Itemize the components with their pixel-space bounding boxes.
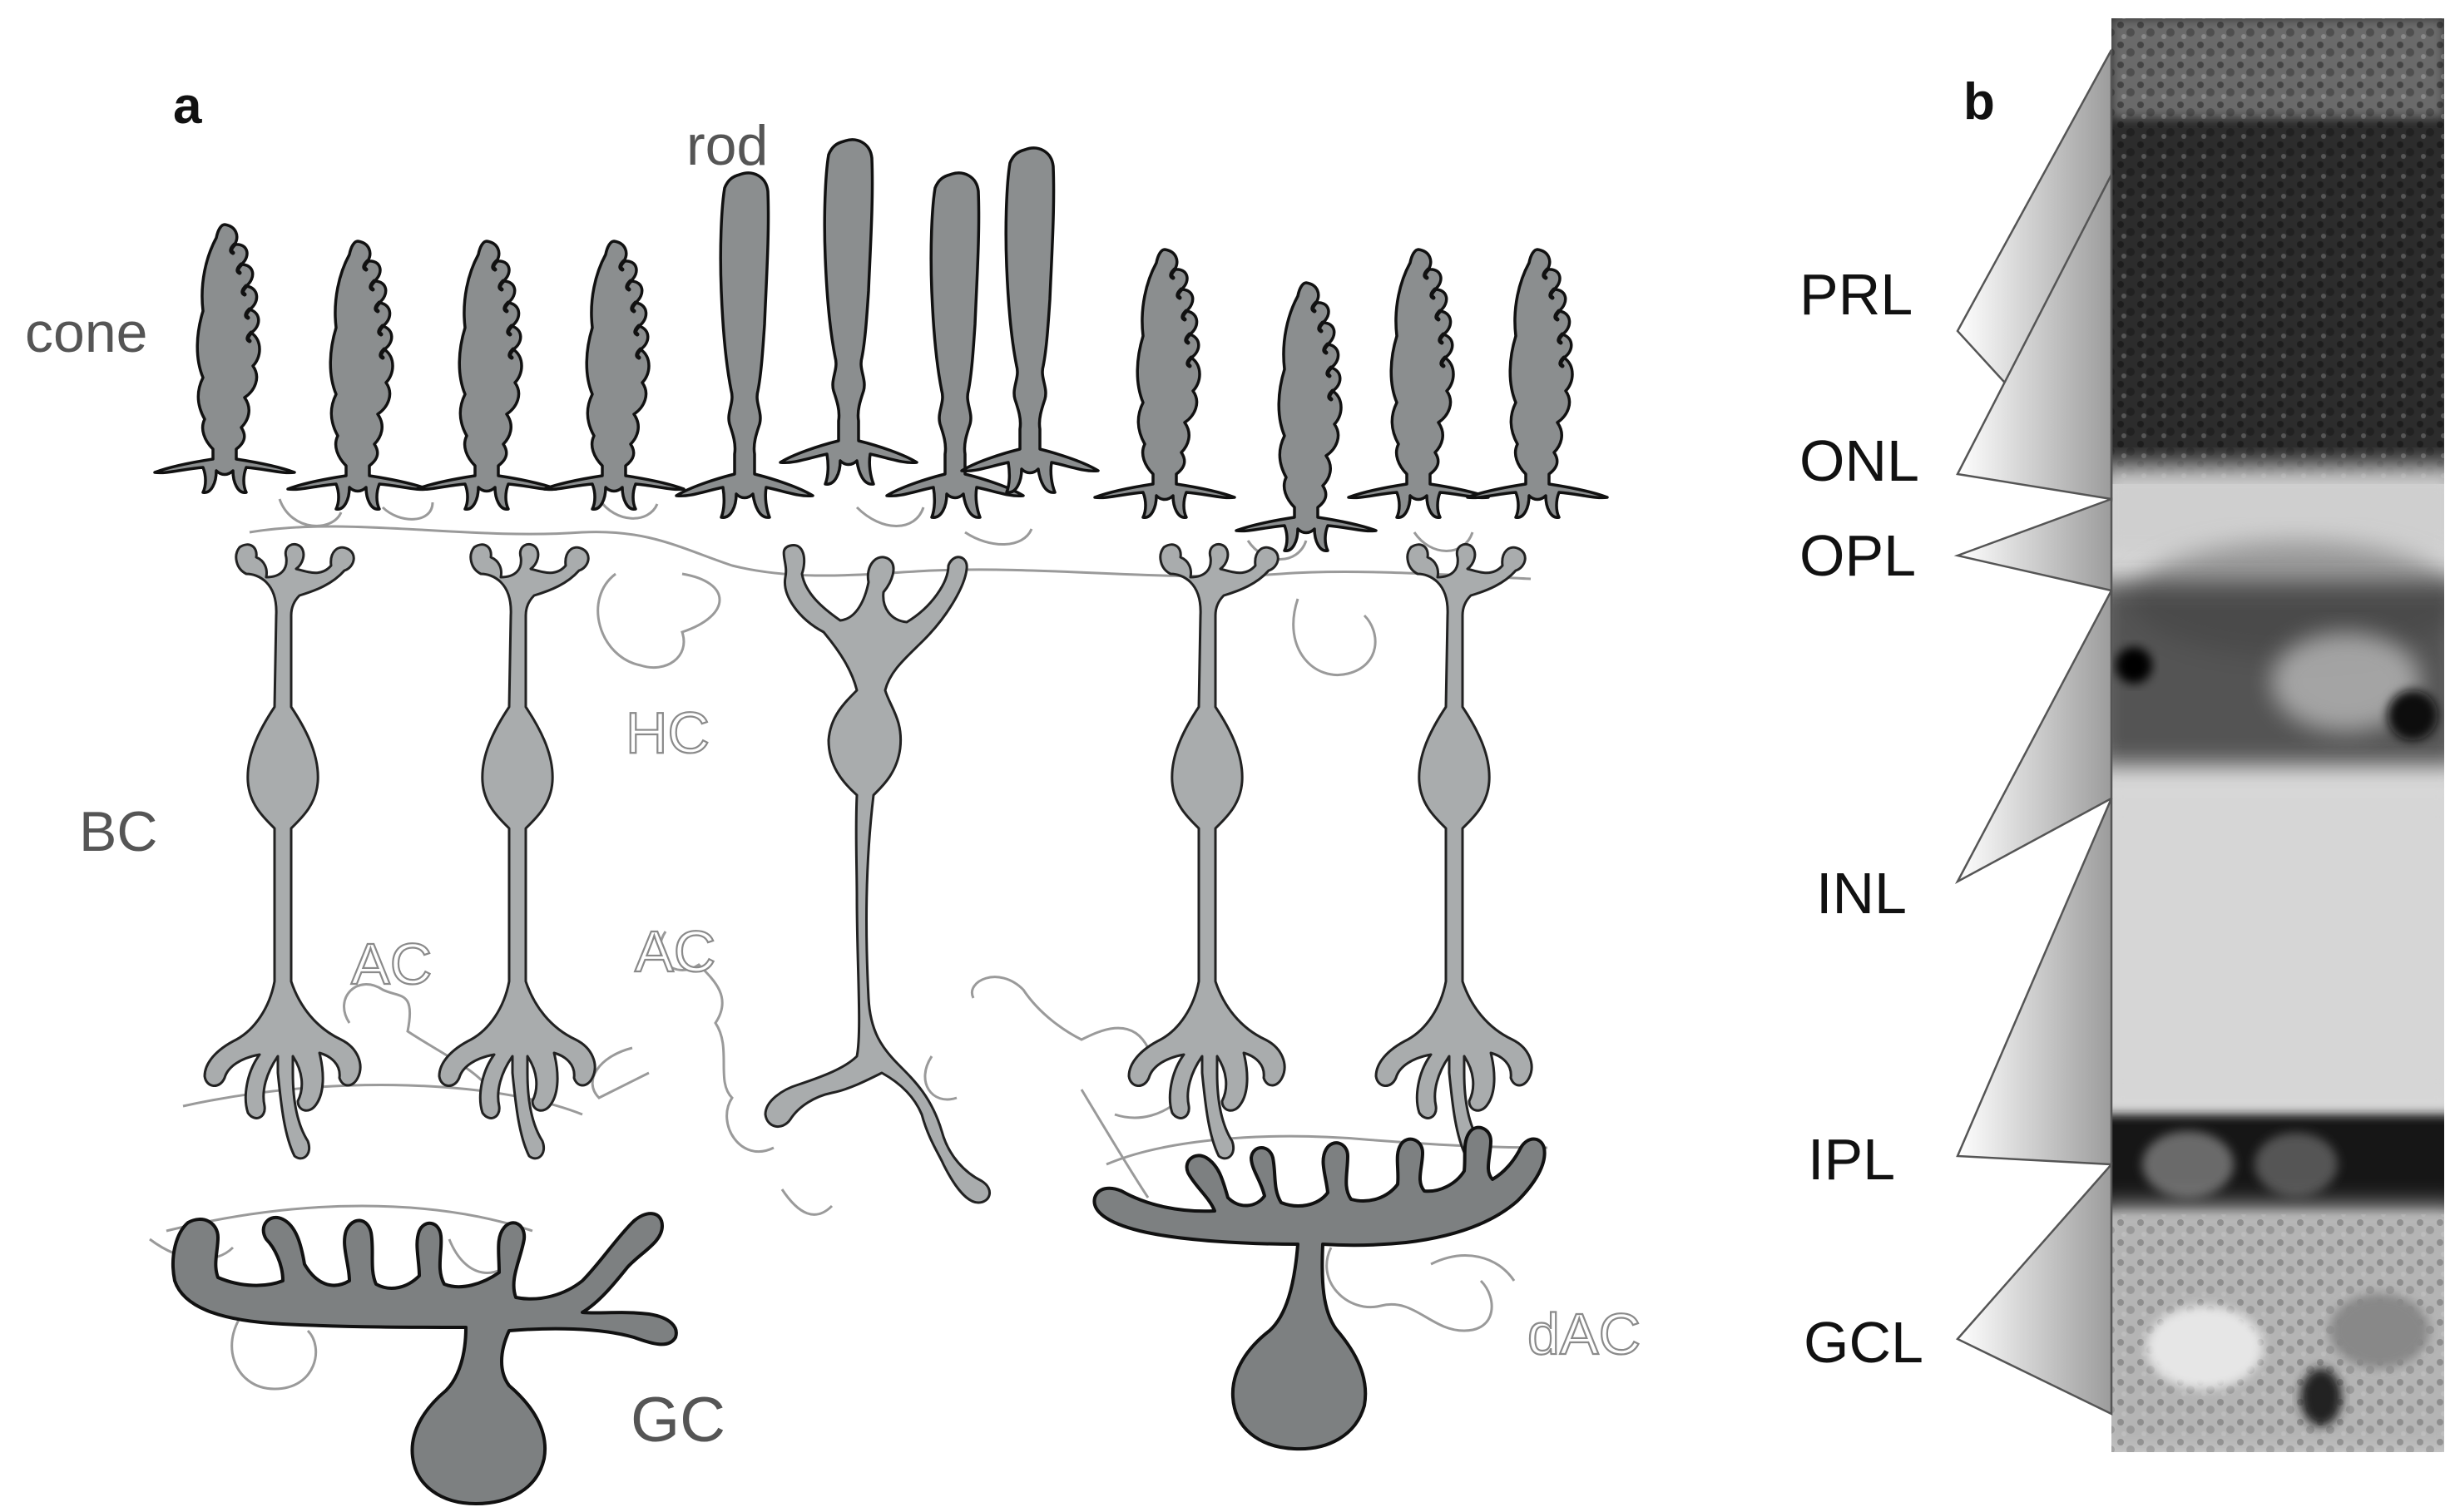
layer-label-inl: INL bbox=[1816, 861, 1907, 926]
cone-cell bbox=[288, 241, 428, 509]
bipolar-cell bbox=[203, 542, 362, 1160]
layer-brackets bbox=[1953, 49, 2113, 1416]
opl-bracket bbox=[1953, 497, 2113, 592]
rod-cell bbox=[885, 171, 1025, 519]
rod-cell bbox=[779, 138, 918, 486]
cone-cell bbox=[1468, 250, 1607, 517]
rod-label: rod bbox=[686, 114, 768, 177]
cone-cell bbox=[1236, 283, 1376, 551]
ganglion-cells bbox=[171, 1125, 1547, 1505]
displaced-amacrine-label: dAC bbox=[1527, 1302, 1641, 1366]
rod-cells bbox=[675, 138, 1100, 519]
panel-b: b bbox=[1799, 18, 2444, 1452]
cone-label: cone bbox=[25, 301, 147, 364]
onl-bracket bbox=[1956, 174, 2113, 501]
gcl-bracket bbox=[1955, 1161, 2113, 1416]
horizontal-cell-processes bbox=[249, 498, 1532, 676]
amacrine-cell-label-right: AC bbox=[635, 919, 715, 984]
cone-cell bbox=[1095, 250, 1235, 517]
cone-cells-left bbox=[155, 225, 684, 509]
bipolar-cell-label: BC bbox=[79, 800, 157, 863]
layer-label-prl: PRL bbox=[1799, 262, 1913, 327]
panel-a-letter: a bbox=[173, 77, 202, 135]
rod-cell bbox=[960, 146, 1100, 494]
panel-a: a bbox=[25, 77, 1641, 1505]
rod-cell bbox=[675, 171, 814, 519]
cone-cells-right bbox=[1095, 250, 1607, 551]
horizontal-cell-label: HC bbox=[626, 700, 710, 765]
layer-label-gcl: GCL bbox=[1804, 1310, 1923, 1375]
layer-label-opl: OPL bbox=[1799, 523, 1916, 588]
bipolar-cells bbox=[203, 542, 1533, 1204]
ipl-bracket bbox=[1956, 798, 2113, 1166]
retina-histology-image bbox=[2111, 18, 2444, 1452]
panel-b-letter: b bbox=[1963, 73, 1995, 131]
bipolar-cell bbox=[1127, 542, 1286, 1160]
layer-label-onl: ONL bbox=[1799, 428, 1919, 493]
inl-bracket bbox=[1954, 590, 2113, 885]
bipolar-cell bbox=[1374, 542, 1533, 1160]
cone-cell bbox=[544, 241, 684, 509]
cone-cell bbox=[1349, 250, 1488, 517]
ganglion-cell bbox=[1092, 1125, 1547, 1451]
ganglion-cell-label: GC bbox=[631, 1385, 725, 1455]
rod-bipolar-cell bbox=[764, 544, 991, 1204]
ganglion-cell bbox=[171, 1212, 678, 1505]
layer-labels: PRL ONL OPL INL IPL GCL bbox=[1799, 262, 1923, 1375]
cone-cell bbox=[155, 225, 295, 492]
cone-cell bbox=[417, 241, 557, 509]
amacrine-cell-label-left: AC bbox=[351, 931, 432, 996]
layer-label-ipl: IPL bbox=[1808, 1127, 1895, 1192]
bipolar-cell bbox=[438, 542, 596, 1160]
